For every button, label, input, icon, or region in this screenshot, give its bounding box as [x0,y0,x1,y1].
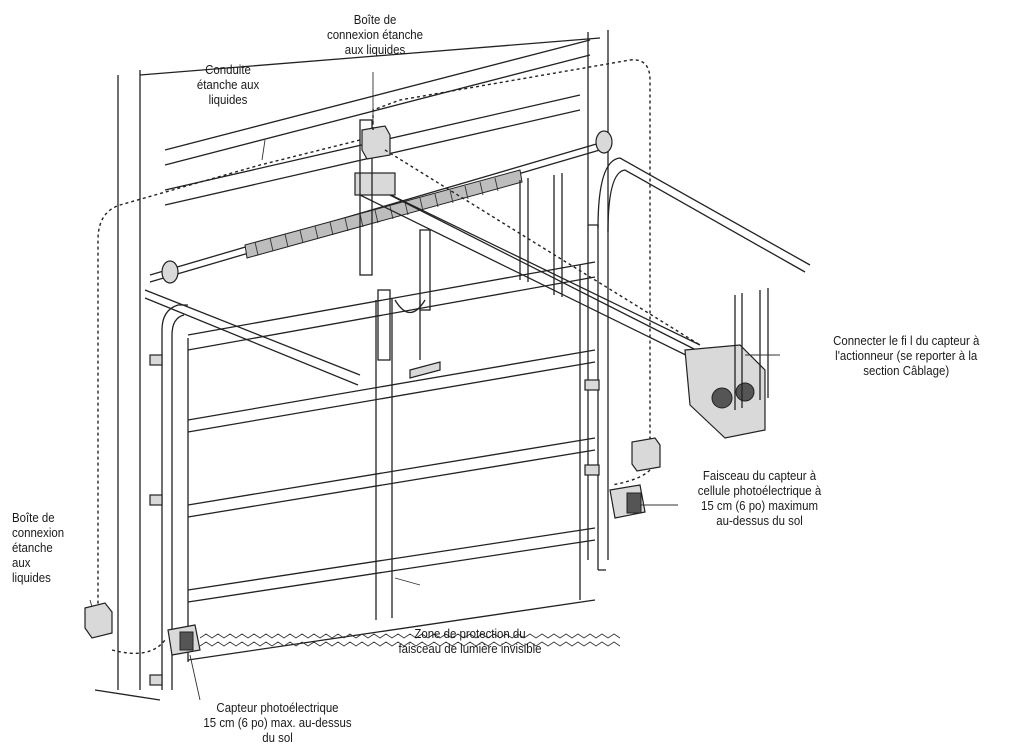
left-wall [94,37,601,701]
label-protection-zone: Zone de protection du faisceau de lumièr… [398,626,542,656]
label-junction-box-top: Boîte de connexion étanche aux liquides [326,12,424,57]
label-conduit: Conduite étanche aux liquides [196,62,260,107]
header-wall [164,30,609,560]
label-photo-cell-beam: Faisceau du capteur à cellule photoélect… [697,468,822,528]
invisible-beam [199,633,621,647]
junction-boxes [84,125,661,639]
door-panels [187,261,596,662]
leader-lines [89,72,780,701]
brackets [359,119,431,361]
horizontal-tracks [144,157,811,386]
conduit-wiring [97,59,701,654]
label-connect-sensor-wire: Connecter le fi l du capteur à l'actionn… [833,333,980,378]
operator-rail [354,172,701,363]
label-photo-sensor: Capteur photoélectrique 15 cm (6 po) max… [203,700,352,745]
actuator [684,288,769,439]
label-junction-box-left: Boîte de connexion étanche aux liquides [12,510,65,585]
photo-sensors [167,484,646,656]
